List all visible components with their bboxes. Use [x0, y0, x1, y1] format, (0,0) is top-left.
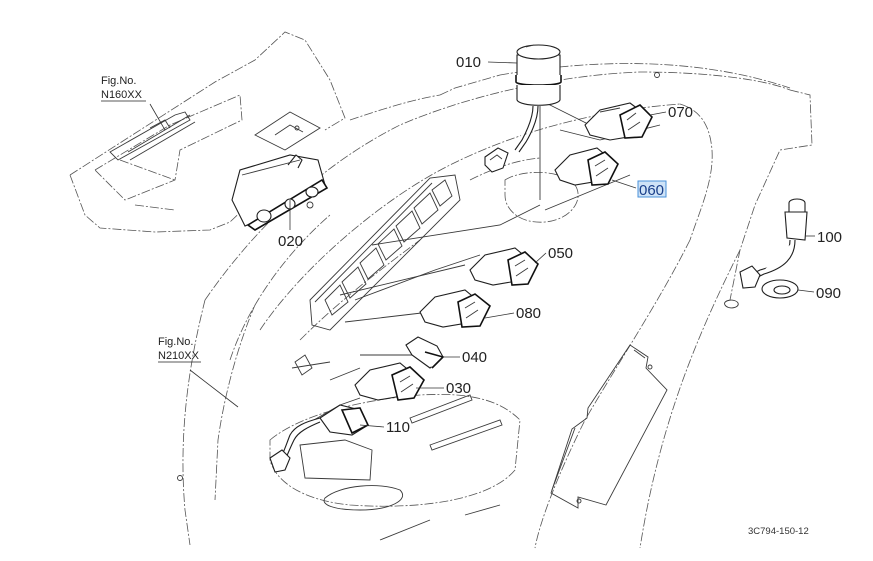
callout-040[interactable]: 040 [462, 349, 487, 366]
part-050-rocker-switch[interactable] [469, 247, 539, 286]
part-110-push-switch[interactable] [269, 404, 370, 473]
callout-030[interactable]: 030 [446, 380, 471, 397]
switch-recess-strip [291, 174, 461, 376]
callout-020[interactable]: 020 [278, 233, 303, 250]
drawing-code: 3C794-150-12 [748, 526, 809, 537]
part-040-blank-cap[interactable] [405, 336, 445, 369]
callout-060-highlight [637, 180, 667, 198]
left-console-panel [69, 31, 346, 233]
figure-ref-number[interactable]: N210XX [158, 350, 200, 362]
part-100-socket[interactable] [739, 198, 808, 289]
callout-070[interactable]: 070 [668, 104, 693, 121]
part-060-rocker-switch[interactable] [554, 147, 619, 186]
figure-ref-n210[interactable]: Fig.No. N210XX [158, 336, 201, 363]
callout-010[interactable]: 010 [456, 54, 481, 71]
right-panel-cutout [550, 344, 668, 509]
callout-080[interactable]: 080 [516, 305, 541, 322]
callout-060[interactable]: 060 [639, 182, 664, 199]
leader-lines [149, 61, 815, 428]
callout-labels: 010 020 030 040 050 060 070 080 090 100 … [278, 54, 842, 436]
main-dash-panel [177, 63, 813, 549]
callout-100[interactable]: 100 [817, 229, 842, 246]
lower-tray [269, 394, 521, 541]
part-070-rocker-switch[interactable] [584, 102, 653, 141]
part-090-grommet[interactable] [761, 279, 799, 299]
figure-ref-number[interactable]: N160XX [101, 89, 143, 101]
callout-090[interactable]: 090 [816, 285, 841, 302]
part-020-panel-switch[interactable] [231, 154, 329, 231]
part-080-rocker-switch[interactable] [419, 289, 492, 328]
callout-050[interactable]: 050 [548, 245, 573, 262]
figure-ref-label: Fig.No. [101, 75, 136, 87]
callout-110[interactable]: 110 [386, 419, 410, 436]
figure-ref-n160[interactable]: Fig.No. N160XX [101, 75, 146, 102]
part-030-rocker-switch[interactable] [354, 362, 426, 401]
figure-ref-label: Fig.No. [158, 336, 193, 348]
part-010-buzzer[interactable] [484, 44, 562, 200]
